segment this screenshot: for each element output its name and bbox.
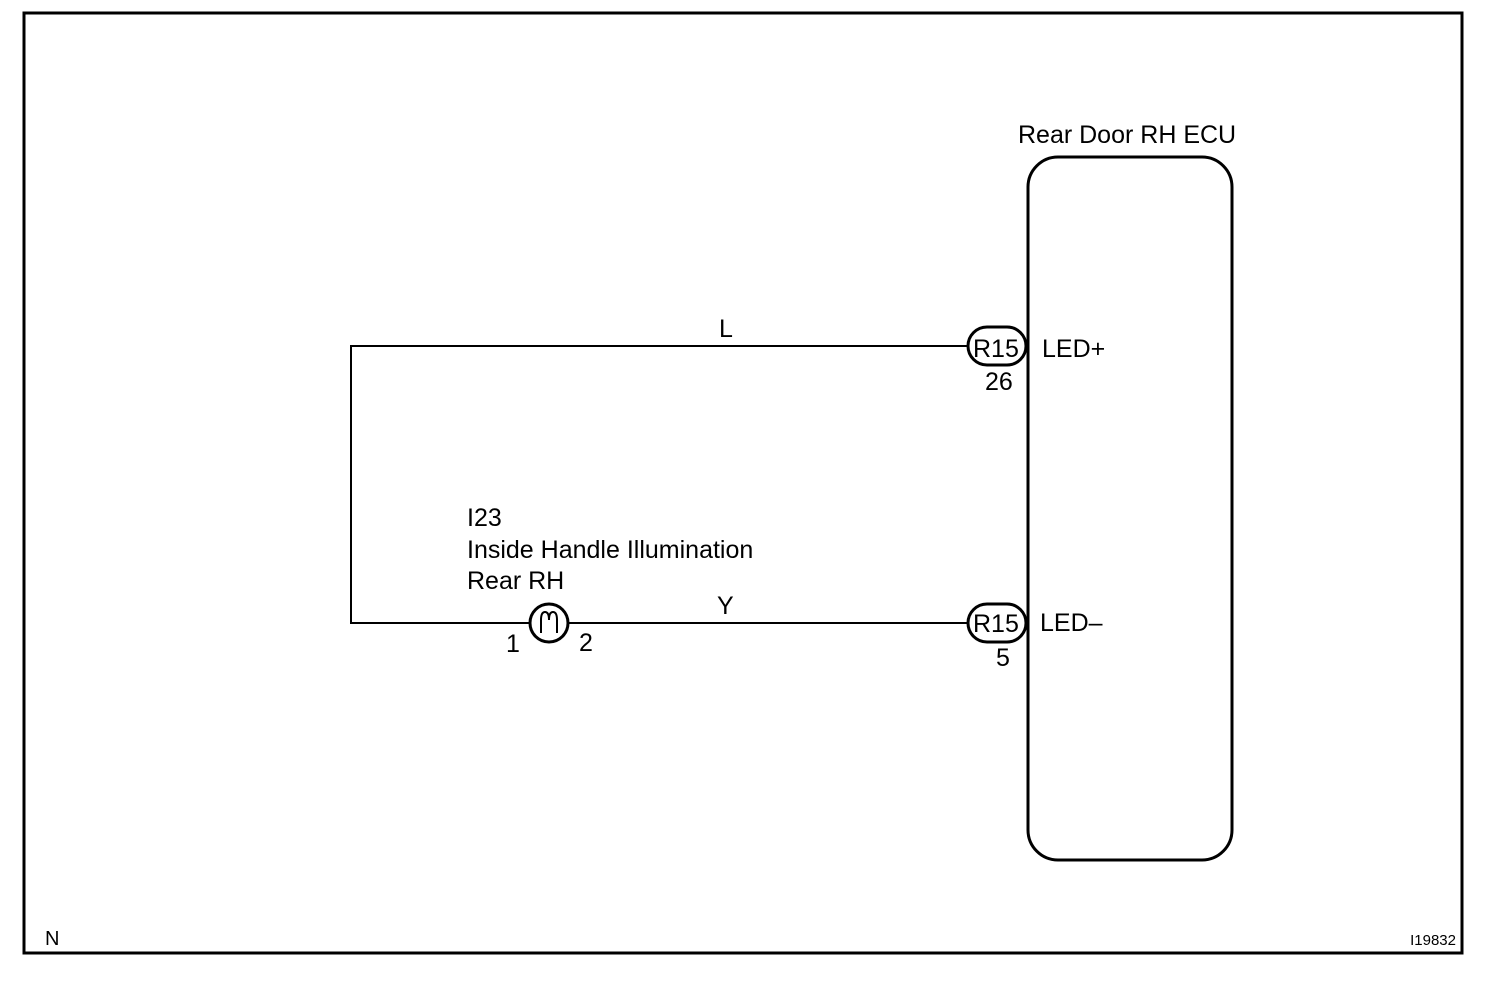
lamp-icon	[528, 602, 570, 644]
ecu-title: Rear Door RH ECU	[1018, 121, 1236, 149]
lamp-pin-left: 1	[506, 630, 520, 658]
connector-plus-id: R15	[973, 335, 1019, 363]
connector-minus-pin: 5	[996, 644, 1010, 672]
wire-l-color: L	[719, 315, 733, 343]
figure-code: I19832	[1410, 932, 1456, 949]
connector-minus	[966, 602, 1028, 644]
connector-minus-id: R15	[973, 610, 1019, 638]
corner-label-n: N	[45, 928, 59, 950]
connector-plus-pin: 26	[985, 368, 1013, 396]
diagram-frame	[22, 11, 1464, 955]
lamp-code: I23	[467, 504, 502, 532]
lamp-name-line2: Rear RH	[467, 567, 564, 595]
lamp-name-line1: Inside Handle Illumination	[467, 536, 753, 564]
signal-led-minus: LED–	[1040, 609, 1103, 637]
connector-plus	[966, 325, 1028, 367]
signal-led-plus: LED+	[1042, 335, 1105, 363]
wire-l	[350, 345, 968, 624]
lamp-pin-right: 2	[579, 629, 593, 657]
wire-y-color: Y	[717, 592, 734, 620]
ecu-body	[1026, 155, 1234, 862]
